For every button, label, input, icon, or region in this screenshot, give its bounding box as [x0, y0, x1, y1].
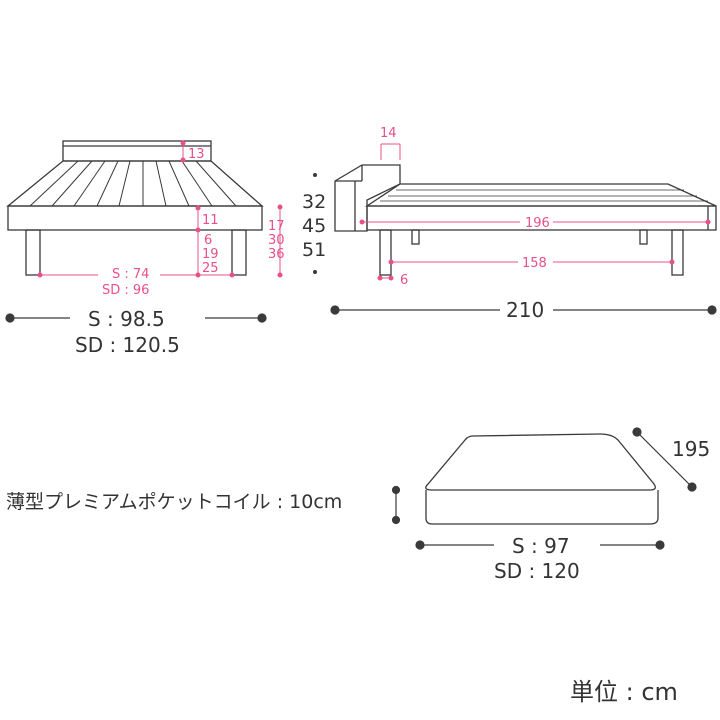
- mattress-side: [425, 490, 659, 525]
- front-leg-right: [231, 229, 247, 276]
- front-width-s-label: S : 98.5: [88, 307, 165, 331]
- leg-height-label: 19: [202, 247, 219, 262]
- front-slat-deck: [6, 160, 264, 207]
- mattress-label: 薄型プレミアムポケットコイル : 10cm: [6, 491, 342, 513]
- front-width-sd-label: SD : 120.5: [75, 333, 180, 357]
- side-deck-top: [364, 183, 717, 207]
- side-height-marks: [313, 173, 317, 274]
- leg-span-sd-label: SD : 96: [102, 283, 149, 298]
- mattress-length-label: 195: [672, 437, 710, 461]
- leg-span-label: 158: [522, 256, 547, 271]
- side-dimension-marks: [359, 143, 711, 281]
- total-height-30-label: 30: [268, 233, 285, 248]
- leg-height-2-label: 25: [202, 261, 219, 276]
- side-leg-rear-right: [639, 229, 648, 245]
- leg-gap-label: 6: [204, 233, 212, 248]
- side-headboard: [334, 164, 401, 232]
- front-dimension-marks: [37, 140, 283, 278]
- height-51-label: 51: [302, 239, 326, 261]
- total-height-17-label: 17: [268, 219, 285, 234]
- mattress-thickness-marker: [391, 485, 401, 525]
- mattress-width-dimension: [415, 540, 665, 550]
- side-leg-back: [671, 229, 684, 276]
- height-32-label: 32: [302, 191, 326, 213]
- height-45-label: 45: [302, 215, 326, 237]
- front-frame-rail: [7, 205, 263, 231]
- mattress-width-s-label: S : 97: [512, 534, 570, 558]
- front-view: [6, 140, 264, 276]
- mattress-drawing: [425, 433, 659, 525]
- frame-length-label: 196: [525, 216, 550, 231]
- front-slats: [29, 160, 237, 207]
- side-length-dimension: [330, 305, 717, 315]
- mattress-width-sd-label: SD : 120: [494, 559, 580, 583]
- front-width-dimension: [5, 313, 267, 323]
- side-frame-rail: [366, 205, 717, 231]
- mattress-top: [425, 433, 656, 491]
- mattress-length-dimension: [632, 427, 697, 492]
- side-leg-front: [379, 229, 392, 276]
- side-view: [334, 164, 717, 276]
- shelf-depth-label: 14: [380, 126, 397, 141]
- total-height-36-label: 36: [268, 247, 285, 262]
- headboard-thickness-label: 13: [188, 147, 205, 162]
- leg-span-s-label: S : 74: [112, 267, 149, 282]
- leg-size-label: 6: [400, 273, 408, 288]
- front-leg-left: [25, 229, 41, 276]
- frame-height-label: 11: [202, 213, 219, 228]
- total-length-label: 210: [506, 298, 544, 322]
- unit-label: 単位 : cm: [570, 678, 678, 706]
- side-leg-rear-left: [411, 229, 420, 245]
